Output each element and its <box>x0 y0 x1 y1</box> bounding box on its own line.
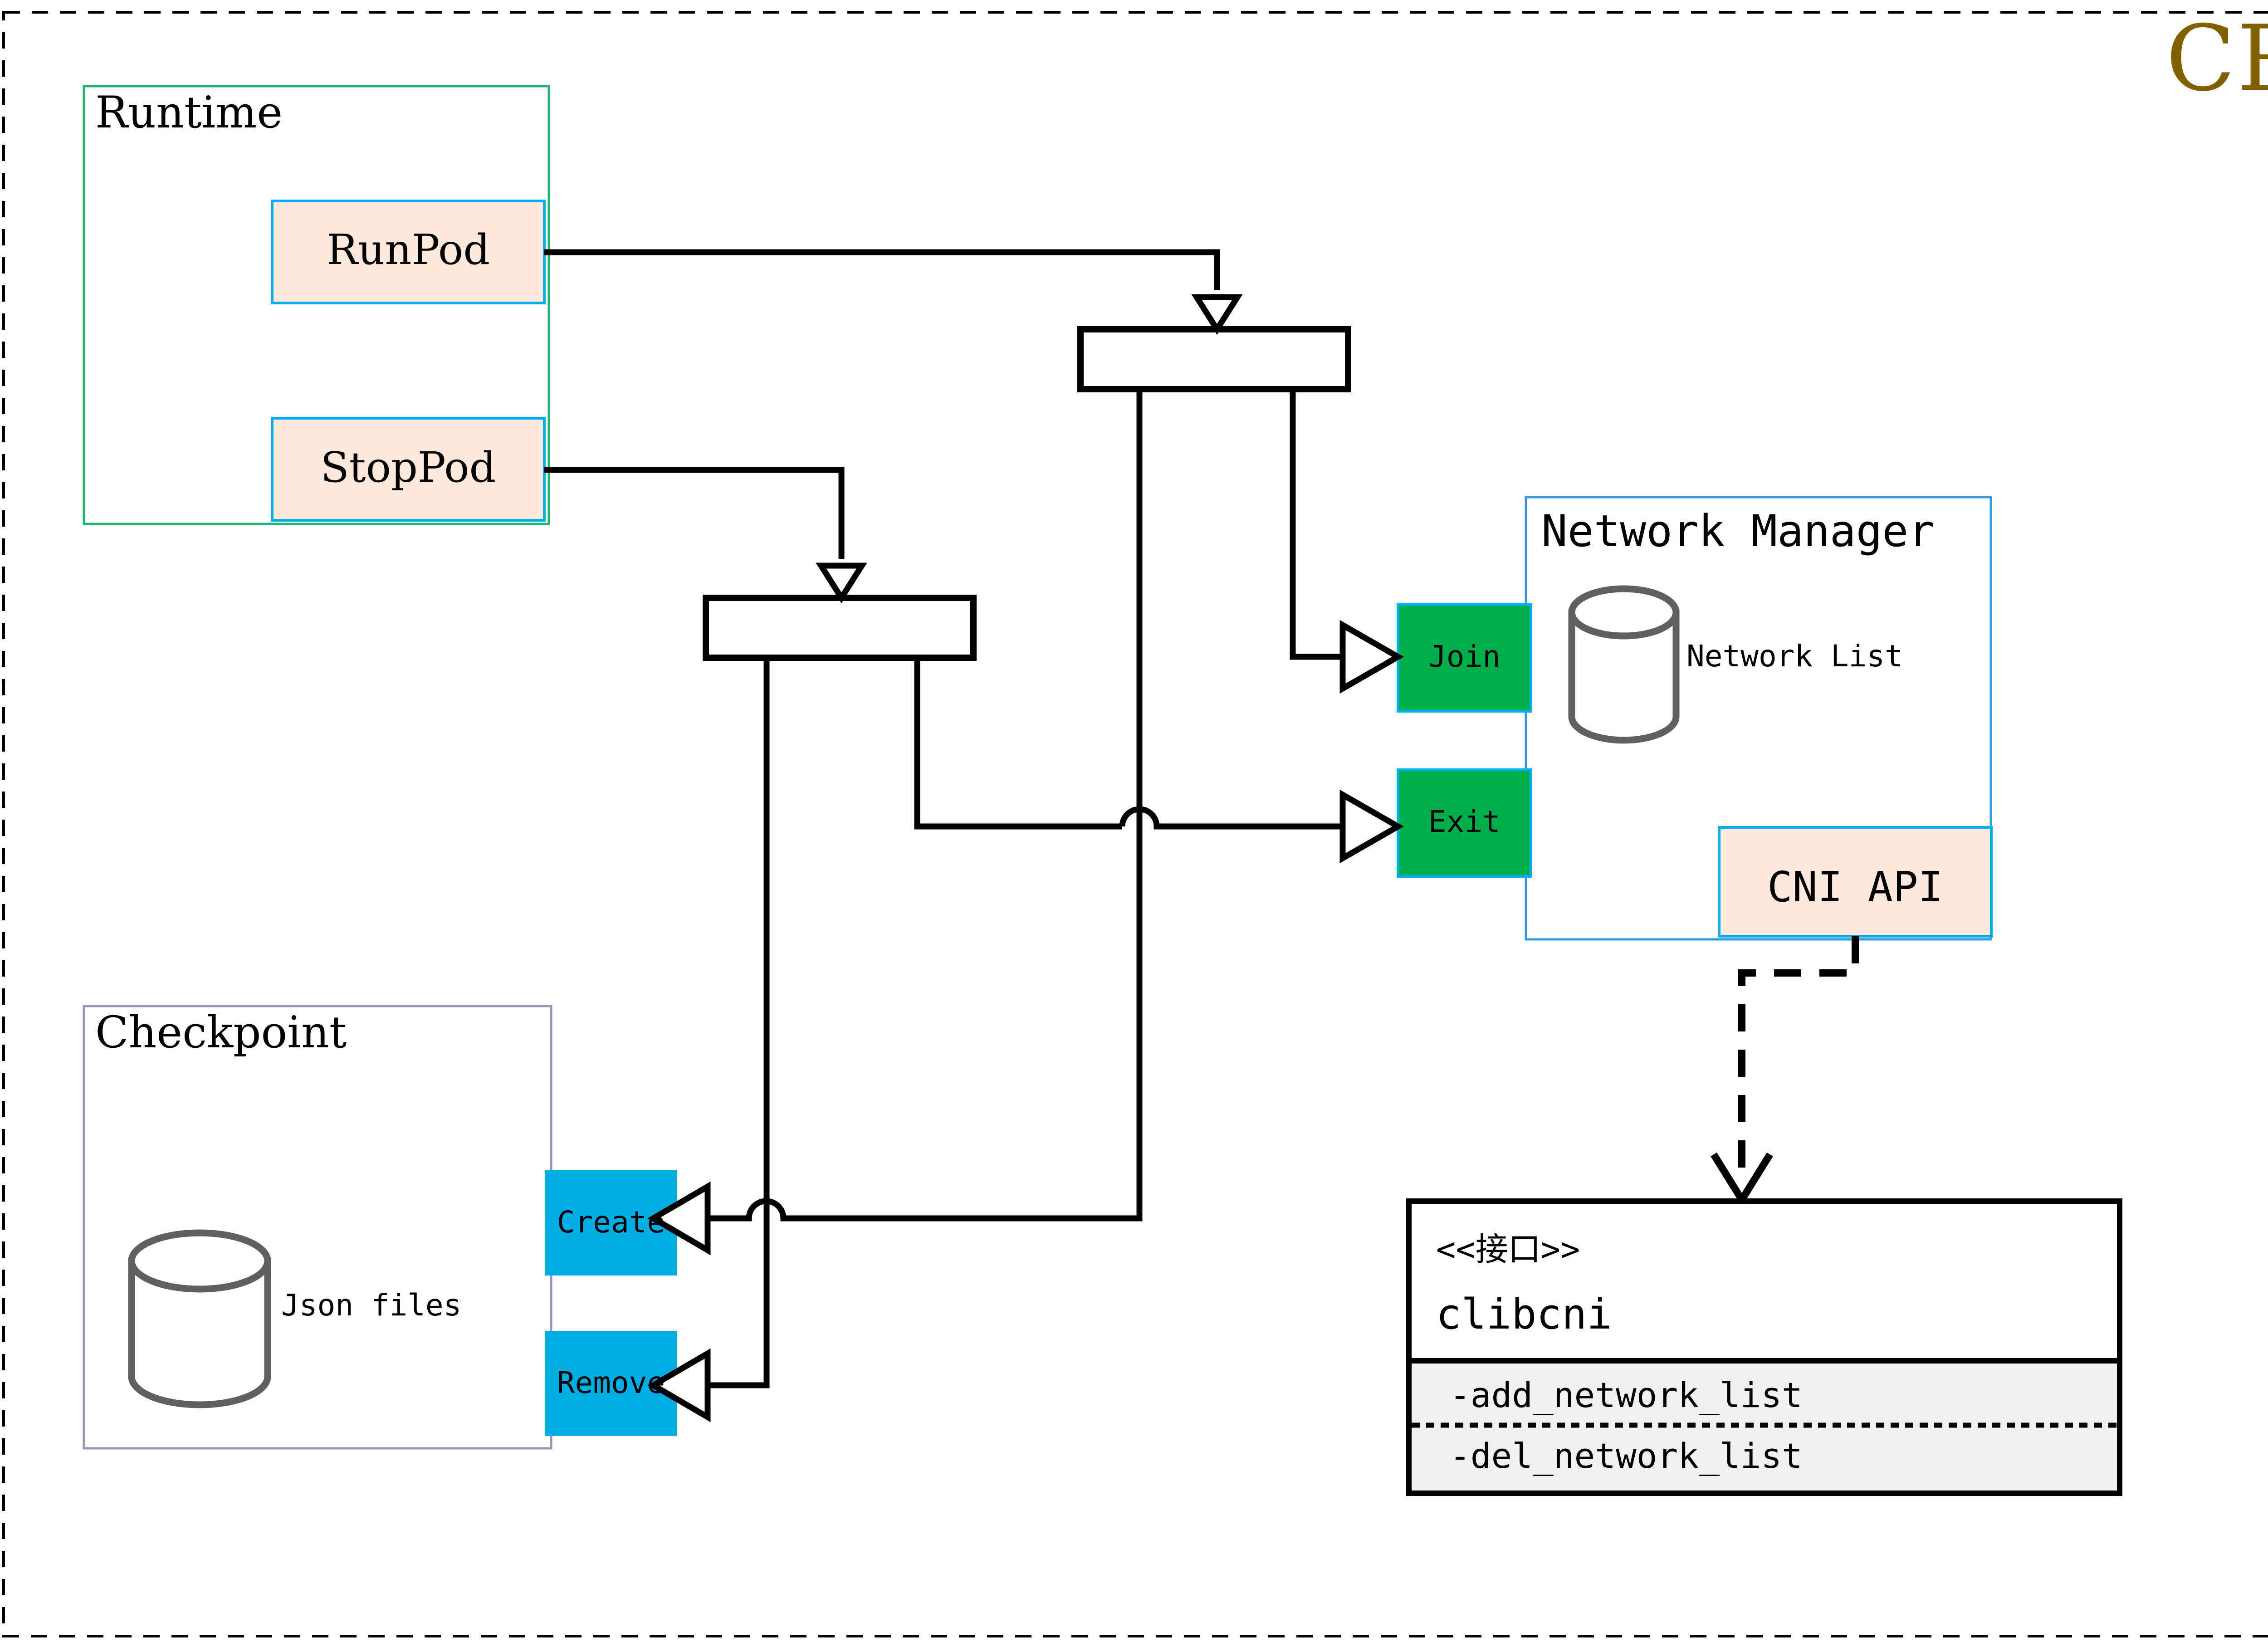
runtime-group-label: Runtime <box>95 87 283 138</box>
arrow-into-upper-fork <box>1191 294 1243 335</box>
stoppod-label[interactable]: StopPod <box>320 443 496 492</box>
connector-runpod-to-fork <box>544 249 1220 290</box>
checkpoint-group-label: Checkpoint <box>95 1007 347 1058</box>
clibcni-method-add: -add_network_list <box>1450 1375 1803 1415</box>
stoppod-fork-bar <box>703 595 977 661</box>
arrow-into-create <box>647 1181 711 1256</box>
exit-port-label[interactable]: Exit <box>1428 804 1501 839</box>
arrow-into-lower-fork <box>816 562 867 604</box>
network-manager-group-label: Network Manager <box>1541 506 1935 557</box>
stoppod-box-shape[interactable] <box>271 417 546 522</box>
clibcni-name: clibcni <box>1436 1290 1612 1339</box>
json-files-label: Json files <box>281 1288 462 1323</box>
cni-api-label[interactable]: CNI API <box>1767 863 1943 911</box>
join-port-label[interactable]: Join <box>1428 639 1501 674</box>
arrow-into-exit <box>1339 789 1404 864</box>
create-action-shape[interactable] <box>545 1170 677 1276</box>
exit-port-shape[interactable] <box>1397 768 1532 878</box>
connector-cniapi-to-clibcni <box>1738 936 1859 1179</box>
connector-create-hop <box>708 1198 807 1222</box>
runpod-fork-bar <box>1077 326 1351 392</box>
runpod-label[interactable]: RunPod <box>326 225 490 274</box>
outer-dashed-border <box>2 11 2268 1637</box>
connector-fork-right-to-exit-a <box>914 658 1122 830</box>
connector-fork-left-to-remove <box>708 658 770 1388</box>
connector-fork-right-to-join <box>1290 389 1343 660</box>
connector-exit-hop <box>1119 806 1343 830</box>
network-list-label: Network List <box>1686 639 1903 674</box>
connector-stoppod-to-fork <box>544 467 845 559</box>
page-title: CRI <box>2166 6 2268 112</box>
connector-fork-left-to-create <box>807 389 1143 1222</box>
clibcni-method-del: -del_network_list <box>1450 1436 1803 1476</box>
join-port-shape[interactable] <box>1397 603 1532 713</box>
json-files-cylinder-icon <box>128 1229 271 1408</box>
arrow-into-join <box>1339 620 1404 694</box>
create-action-label[interactable]: Create <box>557 1205 665 1240</box>
arrowheads <box>647 294 1404 1422</box>
arrow-into-remove <box>647 1348 711 1422</box>
network-list-cylinder-icon <box>1568 585 1680 744</box>
clibcni-stereotype: <<接口>> <box>1436 1230 1580 1268</box>
remove-action-label[interactable]: Remove <box>557 1365 665 1400</box>
